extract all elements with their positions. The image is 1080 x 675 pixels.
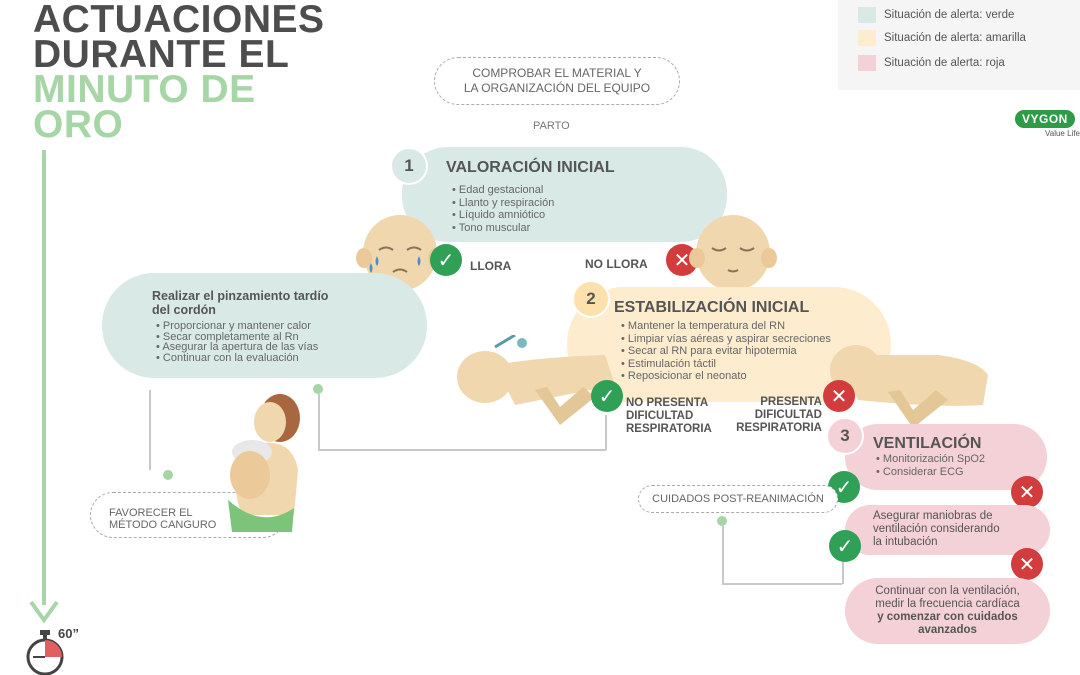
- title-line-3: MINUTO DE: [33, 68, 256, 111]
- intubation-line-3: la intubación: [873, 536, 938, 548]
- legend: Situación de alerta: verde Situación de …: [838, 0, 1080, 90]
- no-distress-line-1: NO PRESENTA: [626, 397, 709, 409]
- step-3-list: Monitorización SpO2 Considerar ECG: [876, 453, 985, 478]
- cord-title-line-2: del cordón: [152, 303, 216, 317]
- distress-label: PRESENTA DIFICULTAD RESPIRATORIA: [734, 396, 822, 435]
- connector-dot: [163, 470, 173, 480]
- no-distress-label: NO PRESENTA DIFICULTAD RESPIRATORIA: [626, 397, 712, 436]
- cord-list: Proporcionar y mantener calor Secar comp…: [156, 321, 318, 363]
- connector-line: [318, 394, 320, 450]
- list-item: Líquido amniótico: [452, 209, 554, 222]
- list-item: Considerar ECG: [876, 466, 985, 479]
- intubation-box: [845, 505, 1050, 555]
- legend-label-red: Situación de alerta: roja: [884, 57, 1005, 69]
- title-line-2: DURANTE EL: [33, 33, 290, 76]
- connector-line: [842, 558, 844, 584]
- step-1-list: Edad gestacional Llanto y respiración Lí…: [452, 184, 555, 235]
- connector-dot: [717, 516, 727, 526]
- cross-icon-distress: ✕: [823, 380, 855, 412]
- list-item: Edad gestacional: [452, 184, 554, 197]
- list-item: Secar al RN para evitar hipotermia: [621, 345, 831, 358]
- list-item: Mantener la temperatura del RN: [621, 320, 831, 333]
- step-2-title: ESTABILIZACIÓN INICIAL: [614, 299, 810, 316]
- continue-ventilation-box: [845, 578, 1050, 644]
- cord-title-line-1: Realizar el pinzamiento tardío: [152, 289, 329, 303]
- legend-swatch-red: [858, 55, 876, 71]
- continue-line-1: Continuar con la ventilación,: [875, 585, 1020, 597]
- list-item: Reposicionar el neonato: [621, 370, 831, 383]
- title-line-4: ORO: [33, 103, 124, 146]
- distress-line-3: RESPIRATORIA: [736, 422, 822, 434]
- cross-icon-intubation: ✕: [1011, 548, 1043, 580]
- cries-label: LLORA: [470, 259, 512, 273]
- kangaroo-line-2: MÉTODO CANGURO: [109, 519, 217, 531]
- list-item: Asegurar la apertura de las vías: [156, 342, 318, 353]
- continue-line-2: medir la frecuencia cardíaca: [875, 598, 1020, 610]
- timeline-arrow-head: [29, 600, 59, 624]
- post-resuscitation-box: CUIDADOS POST-REANIMACIÓN: [638, 485, 838, 513]
- legend-item-amber: Situación de alerta: amarilla: [858, 30, 1026, 46]
- cross-icon-ventilation: ✕: [1011, 476, 1043, 508]
- step-1-title: VALORACIÓN INICIAL: [446, 159, 615, 176]
- mother-holding-baby-icon: [228, 394, 300, 532]
- stopwatch-icon: [26, 630, 64, 675]
- legend-label-green: Situación de alerta: verde: [884, 9, 1015, 21]
- birth-label: PARTO: [533, 120, 570, 132]
- continue-line-3: y comenzar con cuidados: [877, 611, 1018, 623]
- step-2-list: Mantener la temperatura del RN Limpiar v…: [621, 320, 831, 383]
- not-cries-label: NO LLORA: [585, 257, 648, 271]
- page-title: ACTUACIONES DURANTE EL MINUTO DE ORO: [33, 0, 325, 146]
- title-line-1: ACTUACIONES: [33, 0, 325, 41]
- logo-tagline: Value Life: [1045, 129, 1080, 138]
- timer-label: 60”: [58, 626, 79, 641]
- check-icon-no-distress: ✓: [591, 380, 623, 412]
- list-item: Secar completamente al Rn: [156, 331, 318, 343]
- timeline-arrow-shaft: [42, 150, 46, 605]
- check-icon-intubation: ✓: [829, 530, 861, 562]
- list-item: Limpiar vías aéreas y aspirar secrecione…: [621, 333, 831, 346]
- list-item: Proporcionar y mantener calor: [156, 321, 318, 332]
- check-equipment-line-2: LA ORGANIZACIÓN DEL EQUIPO: [463, 81, 651, 95]
- connector-line: [722, 583, 842, 585]
- list-item: Continuar con la evaluación: [156, 352, 318, 364]
- cord-title: Realizar el pinzamiento tardío del cordó…: [152, 289, 328, 317]
- legend-swatch-amber: [858, 30, 876, 46]
- list-item: Llanto y respiración: [452, 197, 554, 210]
- check-icon-post-care: ✓: [828, 471, 860, 503]
- calm-baby-face-icon: [689, 215, 777, 291]
- vygon-logo: VYGON Value Life: [1015, 110, 1080, 138]
- list-item: Estimulación táctil: [621, 358, 831, 371]
- connector-line: [605, 415, 607, 450]
- step-3-title: VENTILACIÓN: [873, 435, 982, 452]
- connector-line: [149, 390, 151, 470]
- newborn-suction-icon: [457, 335, 615, 425]
- no-distress-line-2: DIFICULTAD: [626, 410, 694, 422]
- legend-label-amber: Situación de alerta: amarilla: [884, 32, 1026, 44]
- legend-item-red: Situación de alerta: roja: [858, 55, 1005, 71]
- connector-line: [722, 526, 724, 584]
- distress-line-1: PRESENTA: [760, 396, 822, 408]
- legend-item-green: Situación de alerta: verde: [858, 7, 1014, 23]
- connector-line: [318, 449, 606, 451]
- step-3-number: 3: [826, 417, 864, 455]
- kangaroo-line-1: FAVORECER EL: [109, 507, 193, 519]
- check-equipment-line-1: COMPROBAR EL MATERIAL Y: [472, 66, 642, 80]
- no-distress-line-3: RESPIRATORIA: [626, 423, 712, 435]
- continue-text: Continuar con la ventilación, medir la f…: [845, 585, 1050, 637]
- intubation-text: Asegurar maniobras de ventilación consid…: [873, 510, 1000, 549]
- intubation-line-2: ventilación considerando: [873, 523, 1000, 535]
- connector-dot: [313, 384, 323, 394]
- check-icon-cries: ✓: [430, 244, 462, 276]
- distress-line-2: DIFICULTAD: [754, 409, 822, 421]
- logo-name: VYGON: [1015, 110, 1075, 128]
- intubation-line-1: Asegurar maniobras de: [873, 510, 993, 522]
- continue-line-4: avanzados: [918, 624, 977, 636]
- step-2-number: 2: [572, 280, 610, 318]
- newborn-lying-icon: [830, 345, 988, 428]
- step-1-number: 1: [390, 147, 428, 185]
- legend-swatch-green: [858, 7, 876, 23]
- check-equipment-box: COMPROBAR EL MATERIAL Y LA ORGANIZACIÓN …: [434, 57, 680, 105]
- list-item: Monitorización SpO2: [876, 453, 985, 466]
- list-item: Tono muscular: [452, 222, 554, 235]
